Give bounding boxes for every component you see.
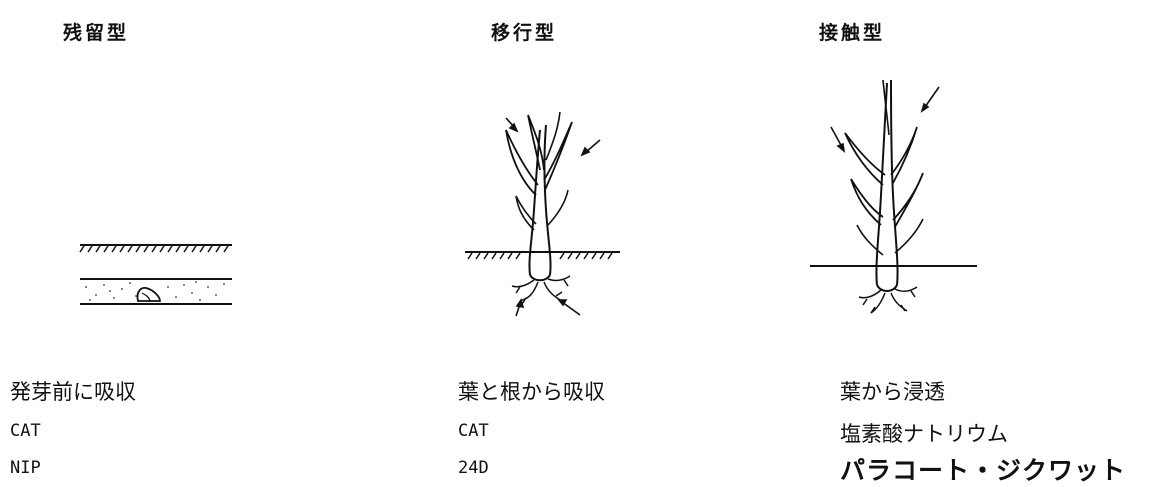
column-residual: 残留型 発芽前に吸収 CAT — [0, 0, 400, 486]
plant-roots-leaves-diagram — [465, 111, 620, 317]
column-title-translocated: 移行型 — [491, 22, 558, 44]
column-line-residual-3: NIP — [10, 458, 41, 478]
column-contact: 接触型 葉から浸透 塩素酸ナトリウム — [800, 0, 1167, 486]
column-line-residual-2: CAT — [10, 421, 41, 441]
column-line-contact-2: 塩素酸ナトリウム — [840, 422, 1008, 446]
column-title-residual: 残留型 — [63, 22, 130, 44]
column-line-contact-1: 葉から浸透 — [840, 380, 945, 404]
soil-layer-diagram — [79, 244, 232, 305]
column-line-translocated-2: CAT — [458, 421, 489, 441]
plant-foliage-diagram — [810, 79, 977, 314]
column-line-translocated-3: 24D — [458, 458, 489, 478]
column-translocated: 移行型 — [400, 0, 800, 486]
column-title-contact: 接触型 — [819, 22, 886, 44]
column-line-residual-1: 発芽前に吸収 — [10, 380, 136, 404]
column-line-translocated-1: 葉と根から吸収 — [458, 380, 605, 404]
column-line-contact-3: パラコート・ジクワット — [840, 456, 1127, 485]
